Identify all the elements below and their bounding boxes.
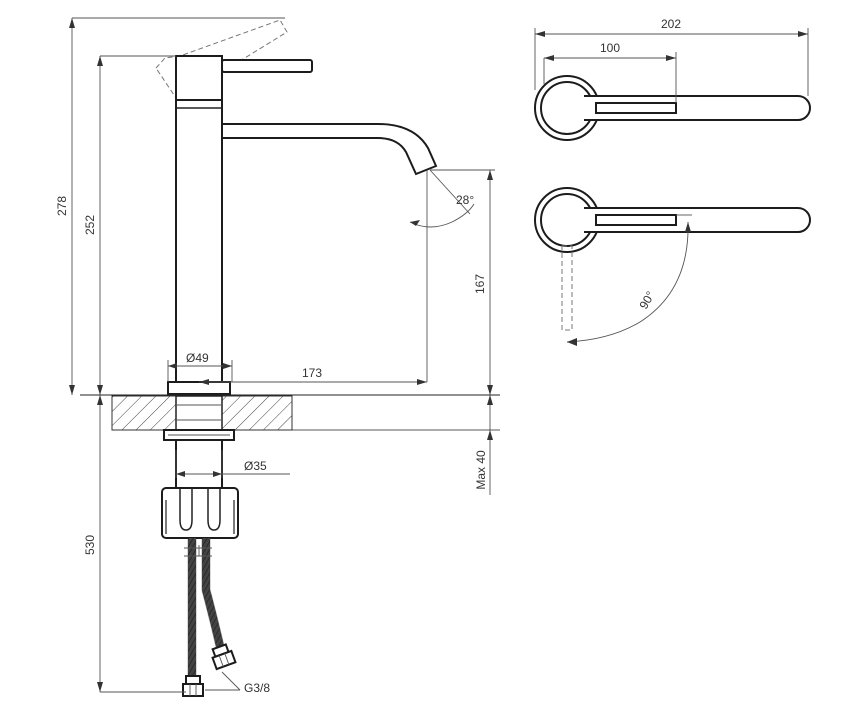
base-ring (167, 381, 231, 395)
top-view-closed: 202 100 (534, 17, 811, 141)
dim-top-width: 202 (661, 17, 681, 31)
top-view-rotation: 90° (534, 187, 811, 346)
dim-hose-thread: G3/8 (244, 681, 270, 695)
dim-max-thickness: Max 40 (474, 450, 488, 490)
threaded-shank (175, 439, 223, 489)
hose-end-nut-right (211, 643, 237, 671)
hose-end-nut-left (182, 675, 204, 697)
fixing-nut (161, 487, 239, 539)
dim-rotation-angle: 90° (636, 289, 657, 312)
dim-spout-clearance: 167 (473, 274, 487, 294)
dim-shank-diameter: Ø35 (244, 459, 267, 473)
dim-lever-length: 100 (600, 41, 620, 55)
dim-hose-length: 530 (83, 535, 97, 555)
dim-spout-reach: 173 (302, 366, 322, 380)
side-view (80, 19, 500, 697)
dim-base-diameter: Ø49 (186, 351, 209, 365)
dim-spout-height: 252 (83, 215, 97, 235)
lever-handle (175, 55, 313, 101)
faucet-spout (221, 123, 438, 176)
faucet-column (175, 99, 223, 389)
dim-overall-height: 278 (55, 196, 69, 216)
side-view-dimensions: 278 252 167 28° Ø49 173 Max 40 (55, 17, 495, 695)
dim-tilt-angle: 28° (456, 193, 474, 207)
